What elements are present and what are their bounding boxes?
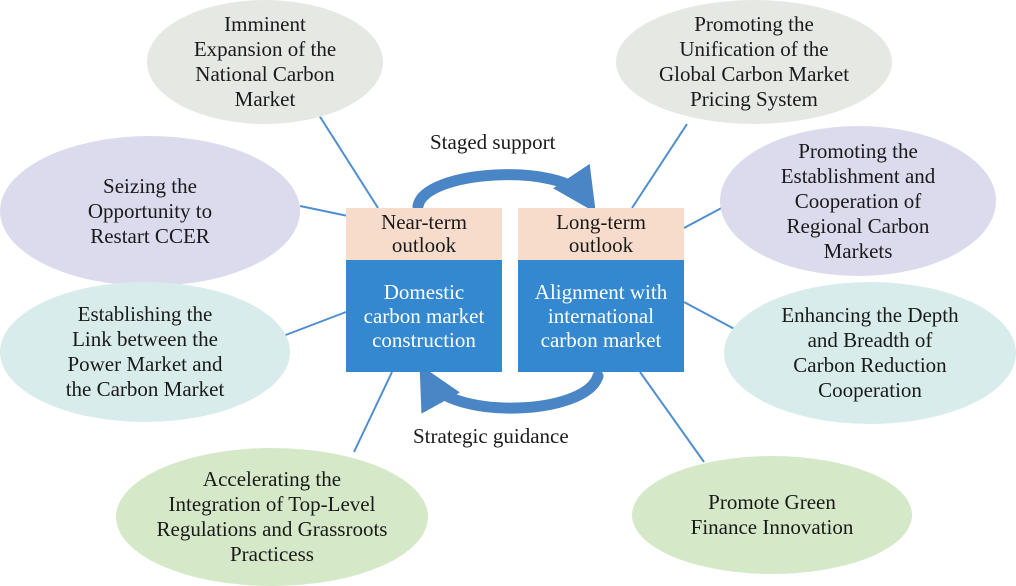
long-term-header: Long-term outlook xyxy=(518,208,684,260)
connector-ccer xyxy=(299,205,349,217)
connector-depth xyxy=(683,301,741,333)
strategic-guidance-label: Strategic guidance xyxy=(413,424,569,448)
node-label: Seizing the Opportunity to Restart CCER xyxy=(87,173,213,248)
node-label: Imminent Expansion of the National Carbo… xyxy=(193,12,337,111)
node-green-finance: Promote Green Finance Innovation xyxy=(632,456,912,574)
node-regulations-integration: Accelerating the Integration of Top-Leve… xyxy=(116,448,428,586)
staged-support-label: Staged support xyxy=(430,130,556,154)
connector-pricing xyxy=(631,123,688,209)
node-power-carbon-link: Establishing the Link between the Power … xyxy=(0,282,290,422)
node-label: Establishing the Link between the Power … xyxy=(65,302,225,401)
domestic-construction-box: Domestic carbon market construction xyxy=(346,260,502,372)
international-alignment-box: Alignment with international carbon mark… xyxy=(518,260,684,372)
node-global-pricing-unification: Promoting the Unification of the Global … xyxy=(616,0,892,124)
node-label: Promoting the Unification of the Global … xyxy=(658,12,850,111)
node-label: Accelerating the Integration of Top-Leve… xyxy=(156,467,388,566)
connector-regulations xyxy=(353,371,393,453)
node-reduction-cooperation: Enhancing the Depth and Breadth of Carbo… xyxy=(724,282,1016,424)
near-term-header: Near-term outlook xyxy=(346,208,502,260)
node-label: Promote Green Finance Innovation xyxy=(690,490,854,539)
node-national-market-expansion: Imminent Expansion of the National Carbo… xyxy=(147,0,383,124)
node-restart-ccer: Seizing the Opportunity to Restart CCER xyxy=(0,136,300,286)
staged-support-arrow xyxy=(412,163,596,213)
node-regional-markets: Promoting the Establishment and Cooperat… xyxy=(720,126,996,276)
strategic-guidance-arrow xyxy=(419,364,604,414)
connector-green-finance xyxy=(639,371,705,463)
connector-expansion xyxy=(316,111,379,209)
node-label: Enhancing the Depth and Breadth of Carbo… xyxy=(781,303,959,402)
node-label: Promoting the Establishment and Cooperat… xyxy=(780,138,936,263)
connector-power-link xyxy=(282,311,347,337)
